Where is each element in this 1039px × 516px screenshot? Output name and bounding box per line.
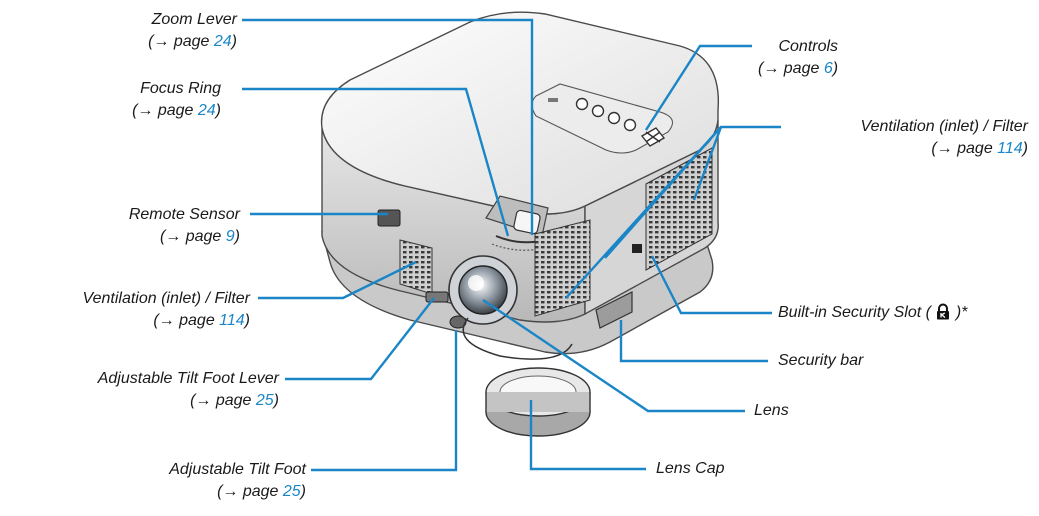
page-link[interactable]: 24 bbox=[213, 33, 232, 50]
callout-ventilation-left: Ventilation (inlet) / Filter (→ page 114… bbox=[83, 288, 250, 332]
callout-security-bar: Security bar bbox=[778, 350, 863, 372]
callout-tilt-foot: Adjustable Tilt Foot (→ page 25) bbox=[169, 459, 306, 503]
projector-illustration bbox=[320, 11, 720, 437]
leader-tilt-foot bbox=[311, 330, 458, 472]
control-panel bbox=[531, 83, 674, 154]
projector-top bbox=[320, 11, 720, 215]
lens-cap-label: Lens Cap bbox=[656, 460, 725, 477]
leader-lens-cap bbox=[529, 400, 646, 471]
focus-ring-page-ref: (→ page 24) bbox=[132, 102, 221, 119]
security-bar-label: Security bar bbox=[778, 352, 864, 369]
ventilation-left-page-ref: (→ page 114) bbox=[153, 312, 250, 329]
leader-tilt-foot-lever bbox=[285, 297, 435, 381]
security-bar-shape bbox=[595, 291, 633, 329]
page-link[interactable]: 25 bbox=[282, 483, 301, 500]
security-slot-label-suffix: )* bbox=[955, 304, 968, 321]
callout-remote-sensor: Remote Sensor (→ page 9) bbox=[129, 204, 240, 248]
leader-ventilation-right-c bbox=[692, 126, 723, 201]
remote-sensor-page-ref: (→ page 9) bbox=[159, 228, 240, 245]
lens-label: Lens bbox=[754, 402, 789, 419]
page-link[interactable]: 114 bbox=[997, 140, 1023, 157]
page-link[interactable]: 9 bbox=[225, 228, 235, 245]
ventilation-right-page-ref: (→ page 114) bbox=[931, 140, 1028, 157]
callout-lens: Lens bbox=[754, 400, 789, 422]
remote-sensor-window bbox=[377, 209, 401, 227]
tilt-foot-lever-label: Adjustable Tilt Foot Lever bbox=[97, 370, 279, 387]
page-link[interactable]: 6 bbox=[823, 60, 833, 77]
controls-page-ref: (→ page 6) bbox=[758, 60, 839, 77]
callout-focus-ring: Focus Ring (→ page 24) bbox=[132, 78, 221, 122]
zoom-lever-page-ref: (→ page 24) bbox=[148, 33, 237, 50]
callout-zoom-lever: Zoom Lever (→ page 24) bbox=[148, 9, 237, 53]
tilt-foot-lever-page-ref: (→ page 25) bbox=[190, 392, 279, 409]
tilt-foot-label: Adjustable Tilt Foot bbox=[169, 461, 306, 478]
callout-tilt-foot-lever: Adjustable Tilt Foot Lever (→ page 25) bbox=[98, 368, 279, 412]
tilt-foot-page-ref: (→ page 25) bbox=[217, 483, 306, 500]
leader-focus-ring bbox=[242, 87, 510, 237]
callout-lens-cap: Lens Cap bbox=[656, 458, 725, 480]
ventilation-left-label: Ventilation (inlet) / Filter bbox=[82, 290, 250, 307]
controls-label: Controls bbox=[778, 38, 839, 55]
leader-lines bbox=[242, 18, 781, 472]
kensington-lock-icon bbox=[937, 303, 950, 320]
lens-cap-shape bbox=[485, 367, 591, 437]
callout-security-slot: Built-in Security Slot ( )* bbox=[778, 302, 967, 324]
focus-ring-label: Focus Ring bbox=[140, 80, 221, 97]
security-slot-shape bbox=[632, 244, 642, 253]
remote-sensor-label: Remote Sensor bbox=[128, 206, 240, 223]
security-slot-label-prefix: Built-in Security Slot ( bbox=[778, 304, 931, 321]
ventilation-right-label: Ventilation (inlet) / Filter bbox=[860, 118, 1028, 135]
leader-controls bbox=[644, 44, 752, 131]
leader-security-slot bbox=[650, 255, 772, 315]
leader-zoom-lever bbox=[242, 18, 534, 235]
page-link[interactable]: 25 bbox=[255, 392, 274, 409]
leader-lens bbox=[482, 299, 745, 413]
leader-ventilation-left bbox=[258, 260, 417, 300]
callout-controls: Controls (→ page 6) bbox=[758, 36, 838, 80]
callout-ventilation-right: Ventilation (inlet) / Filter (→ page 114… bbox=[861, 116, 1028, 160]
ventilation-front-grille bbox=[534, 219, 591, 317]
leader-security-bar bbox=[619, 320, 768, 363]
page-link[interactable]: 114 bbox=[219, 312, 245, 329]
leader-ventilation-right-b bbox=[604, 126, 722, 259]
zoom-lever-label: Zoom Lever bbox=[151, 11, 237, 28]
tilt-foot-lever-shape bbox=[425, 291, 449, 303]
lens-assembly bbox=[448, 255, 518, 325]
page-link[interactable]: 24 bbox=[197, 102, 216, 119]
